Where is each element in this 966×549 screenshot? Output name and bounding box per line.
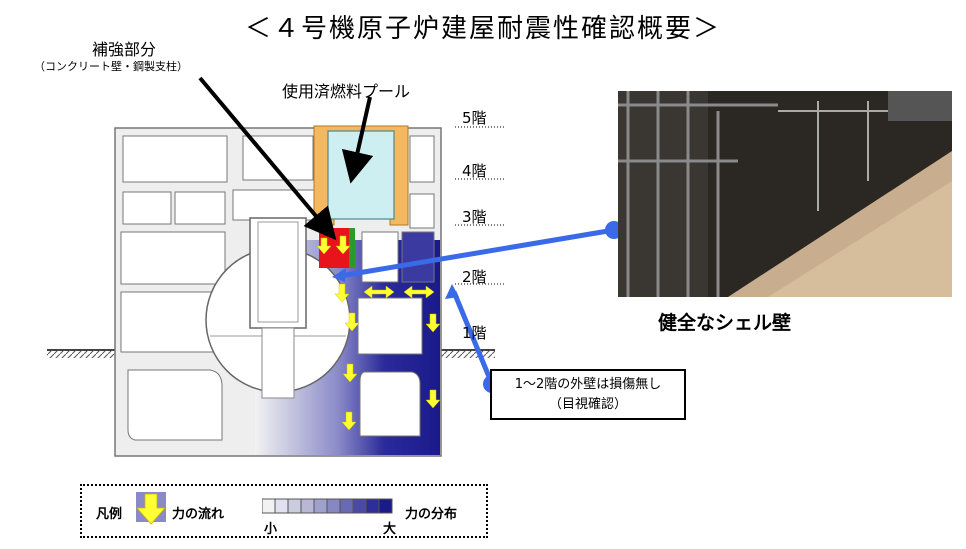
- floor-label-4: 4階: [462, 162, 487, 180]
- room: [174, 191, 226, 225]
- room: [409, 193, 435, 229]
- legend-distribution-scale: [262, 498, 393, 514]
- room: [232, 189, 316, 221]
- legend-force-arrow-icon: [136, 492, 166, 525]
- page-title: ＜４号機原子炉建屋耐震性確認概要＞: [244, 14, 721, 44]
- legend-heading: 凡例: [96, 507, 123, 522]
- spent-fuel-pool-label: 使用済燃料プール: [282, 82, 411, 101]
- outer-wall-callout: 1～2階の外壁は損傷無し （目視確認）: [490, 369, 686, 420]
- legend-small-label: 小: [264, 522, 278, 537]
- reinforcement-green: [349, 228, 355, 268]
- room: [357, 297, 423, 355]
- force-flow-arrows: [316, 235, 441, 431]
- floor-label-1: 1階: [462, 324, 487, 342]
- pool-pointer-arrow: [341, 96, 374, 184]
- photo-caption: 健全なシェル壁: [658, 312, 792, 334]
- room: [122, 191, 172, 225]
- shell-wall-photo: [618, 91, 952, 297]
- room: [120, 231, 226, 285]
- legend-large-label: 大: [383, 522, 397, 537]
- legend-force-flow-label: 力の流れ: [172, 507, 225, 522]
- reinforcement-pointer-arrow: [198, 76, 337, 241]
- floor-label-5: 5階: [462, 109, 487, 127]
- shell-wall-image: [618, 91, 952, 297]
- floor-label-2: 2階: [462, 268, 487, 286]
- room: [401, 231, 435, 283]
- legend: [80, 484, 488, 538]
- reactor-containment: [205, 217, 351, 399]
- callout-lines: [339, 227, 615, 385]
- legend-distribution-label: 力の分布: [405, 507, 458, 522]
- ground-line: [47, 349, 495, 358]
- room: [361, 231, 399, 283]
- callout-line-1: 1～2階の外壁は損傷無し: [514, 377, 662, 392]
- callout-line-2: （目視確認）: [548, 397, 627, 412]
- reinforcement-label: 補強部分: [92, 40, 157, 59]
- room: [409, 135, 435, 183]
- floor-label-3: 3階: [462, 208, 487, 226]
- room: [127, 369, 223, 441]
- room: [122, 135, 228, 183]
- room: [359, 371, 421, 437]
- reinforcement-detail-label: （コンクリート壁・鋼製支柱）: [34, 60, 188, 73]
- floor-lines: [455, 126, 505, 285]
